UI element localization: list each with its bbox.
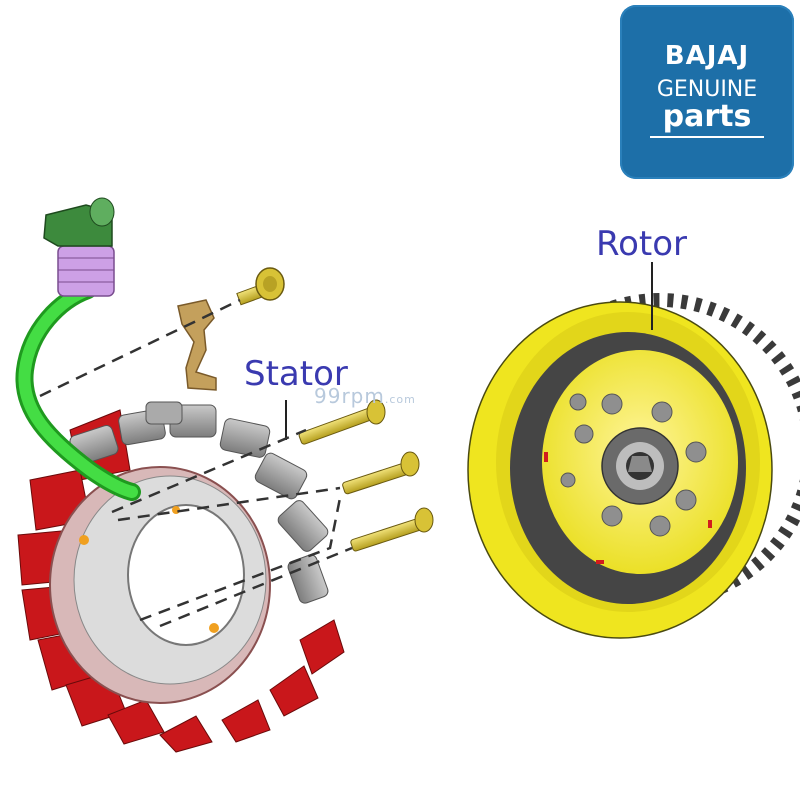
watermark-suffix: .com xyxy=(384,393,416,406)
screw xyxy=(236,267,285,306)
stator xyxy=(17,400,345,753)
logo-parts-text: parts xyxy=(662,99,752,134)
bracket xyxy=(177,299,217,391)
stator-label: Stator xyxy=(244,354,348,394)
rotor-label: Rotor xyxy=(596,224,688,264)
rotor xyxy=(467,262,800,639)
watermark: 99rpm.com xyxy=(314,384,416,408)
logo-brand-text: BAJAJ xyxy=(664,41,750,71)
bolt xyxy=(350,507,434,552)
bolts xyxy=(298,399,434,552)
rotor-holes xyxy=(560,393,707,537)
bajaj-genuine-parts-logo: BAJAJ GENUINE parts xyxy=(620,5,794,179)
wire-harness xyxy=(15,197,141,501)
logo-genuine-text: GENUINE xyxy=(656,77,758,102)
bolt xyxy=(298,399,386,445)
rotor-marks xyxy=(544,452,712,564)
bolt xyxy=(342,451,420,495)
rotor-hub xyxy=(601,427,679,505)
stator-screw-markers xyxy=(79,506,219,633)
assembly-lines xyxy=(39,298,353,628)
watermark-main: 99rpm xyxy=(314,384,385,408)
stator-bore xyxy=(127,504,245,646)
connector xyxy=(43,197,115,297)
logo-underline xyxy=(650,136,764,138)
